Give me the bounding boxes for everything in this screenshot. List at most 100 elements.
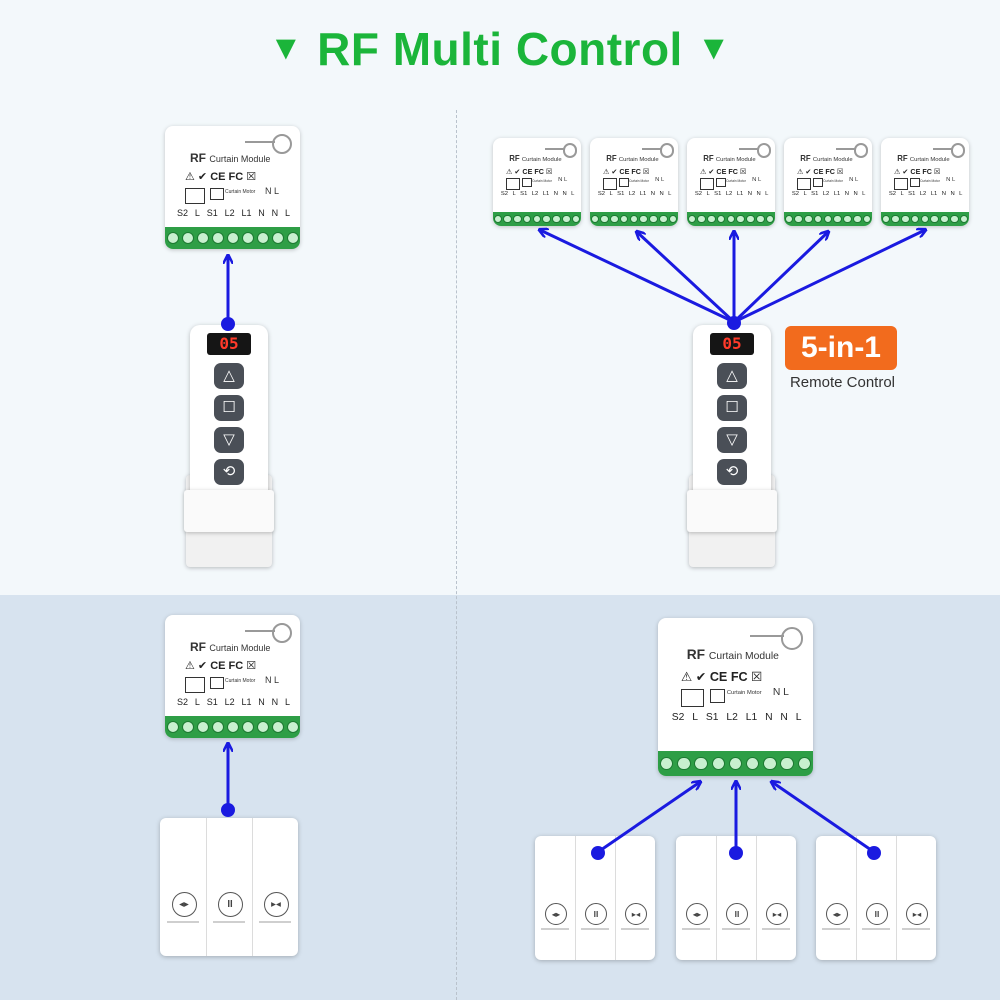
module-brand: RF (190, 640, 210, 654)
keyring-tab (642, 147, 662, 150)
terminal-screw (843, 214, 852, 224)
close-curtain-icon: ▸◂ (912, 908, 922, 919)
close-curtain-key[interactable]: ▸◂ (766, 902, 788, 925)
keyring-tab (245, 141, 275, 143)
certification-marks: ⚠ ✔ CE FC ☒ (894, 167, 941, 176)
terminal-screw (211, 232, 224, 244)
terminal-label: L (795, 712, 802, 724)
terminal-screw (746, 214, 755, 224)
module-name: Curtain Module (715, 157, 756, 164)
pin-header-label: N L (655, 177, 665, 184)
terminal-screw (823, 214, 833, 224)
pin-header-label: N L (558, 177, 568, 184)
terminal-block (658, 750, 813, 776)
terminal-screw (542, 214, 551, 224)
module-title: RF Curtain Module (509, 154, 561, 163)
terminal-label: N (747, 191, 752, 198)
pin-header-label: N L (849, 177, 859, 184)
terminal-screw (687, 214, 697, 224)
key-indicator-bar (258, 920, 292, 923)
open-curtain-key[interactable]: ◂▸ (686, 902, 708, 925)
terminal-screw (639, 214, 648, 224)
close-curtain-key[interactable]: ▸◂ (625, 902, 647, 925)
title-text: RF Multi Control (317, 23, 683, 75)
stop-square-button[interactable]: ☐ (717, 395, 747, 421)
motor-diagram (910, 178, 921, 187)
signal-arrow (733, 230, 925, 324)
wiring-diagram (797, 178, 811, 190)
terminal-block (784, 211, 872, 226)
signal-arrow (597, 782, 700, 854)
open-curtain-key[interactable]: ◂▸ (826, 902, 848, 925)
down-arrow-button[interactable]: ▽ (214, 427, 244, 453)
terminal-screw (241, 232, 254, 244)
terminal-label: N (780, 712, 788, 724)
pause-key[interactable]: II (217, 892, 243, 918)
close-curtain-key[interactable]: ▸◂ (906, 902, 928, 925)
terminal-screw (901, 214, 910, 224)
module-name: Curtain Module (708, 650, 779, 662)
down-arrow-button[interactable]: ▽ (717, 427, 747, 453)
motor-diagram (716, 178, 727, 187)
cycle-button[interactable]: ⟲ (717, 459, 747, 485)
terminal-screw (166, 721, 179, 733)
module-brand: RF (897, 154, 910, 164)
terminal-screw (271, 232, 284, 244)
terminal-screw (930, 214, 939, 224)
curtain-module: RF Curtain Module⚠ ✔ CE FC ☒Curtain Moto… (165, 615, 300, 738)
terminal-screw (241, 721, 254, 733)
terminal-label: N (258, 697, 265, 707)
certification-marks: ⚠ ✔ CE FC ☒ (797, 167, 844, 176)
terminal-screw (716, 214, 726, 224)
terminal-block (165, 227, 300, 249)
terminal-screw (532, 214, 542, 224)
terminal-label: N (553, 191, 558, 198)
terminal-label: L (512, 191, 516, 198)
key-indicator-bar (581, 927, 609, 930)
terminal-screw (765, 214, 775, 224)
terminal-label: S1 (908, 191, 916, 198)
wiring-diagram (700, 178, 714, 190)
pause-key[interactable]: II (866, 902, 888, 925)
terminal-screw (797, 756, 812, 771)
pause-key[interactable]: II (585, 902, 607, 925)
triangle-down-icon: ▼ (696, 29, 731, 67)
module-title: RF Curtain Module (606, 154, 658, 163)
terminal-screw (226, 232, 239, 244)
terminal-label: L (284, 208, 290, 218)
curtain-module: RF Curtain Module⚠ ✔ CE FC ☒Curtain Moto… (687, 138, 775, 226)
keyring-hole (756, 143, 772, 158)
terminal-label: L (609, 191, 613, 198)
open-curtain-key[interactable]: ◂▸ (545, 902, 567, 925)
terminal-label: L1 (745, 712, 758, 724)
curtain-motor-label: Curtain Motor (225, 189, 256, 195)
stop-square-button[interactable]: ☐ (214, 395, 244, 421)
terminal-label: L1 (833, 191, 841, 198)
open-curtain-key[interactable]: ◂▸ (171, 892, 197, 918)
stop-square-icon: ☐ (725, 399, 739, 416)
terminal-label: N (950, 191, 955, 198)
module-name: Curtain Module (209, 154, 271, 164)
wiring-diagram (185, 188, 205, 204)
wiring-diagram (185, 677, 205, 693)
top-panel-background (0, 0, 1000, 595)
up-arrow-button[interactable]: △ (214, 363, 244, 389)
pause-key[interactable]: II (726, 902, 748, 925)
terminal-label: N (756, 191, 761, 198)
terminal-screw (920, 214, 930, 224)
motor-diagram (210, 188, 224, 200)
cycle-button[interactable]: ⟲ (214, 459, 244, 485)
signal-arrow (637, 232, 736, 324)
close-curtain-key[interactable]: ▸◂ (263, 892, 289, 918)
key-indicator-bar (822, 927, 850, 930)
switch-seam (252, 818, 253, 956)
signal-source-dot (221, 317, 235, 331)
terminal-label: S1 (520, 191, 528, 198)
certification-marks: ⚠ ✔ CE FC ☒ (700, 167, 747, 176)
module-name: Curtain Module (618, 157, 659, 164)
module-name: Curtain Module (909, 157, 950, 164)
terminal-screw (629, 214, 639, 224)
terminal-label: N (271, 697, 279, 707)
terminal-block (590, 211, 678, 226)
up-arrow-button[interactable]: △ (717, 363, 747, 389)
